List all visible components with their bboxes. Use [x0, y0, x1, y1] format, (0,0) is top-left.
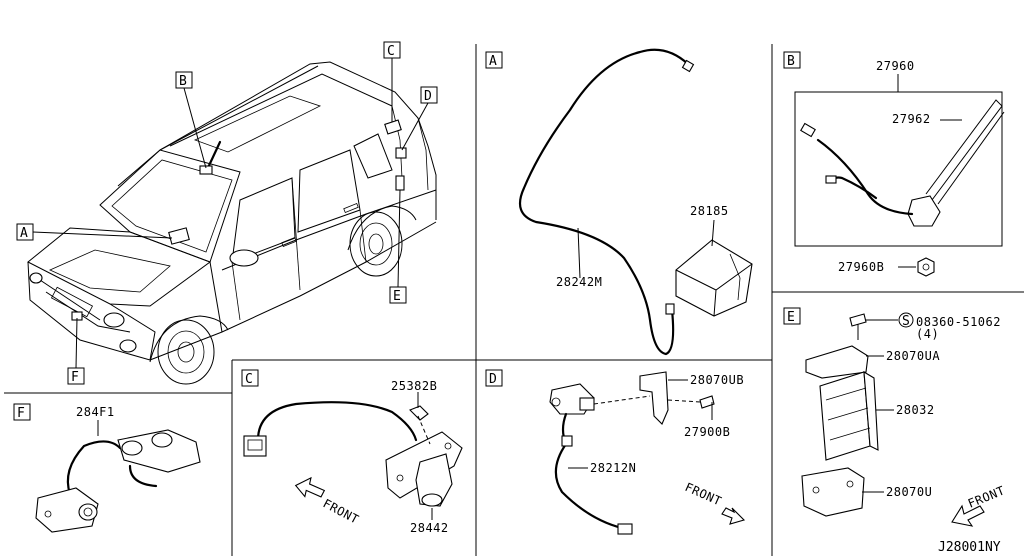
part-28442: 28442 — [410, 521, 449, 535]
part-28070ub: 28070UB — [690, 373, 744, 387]
section-a: A 28185 28242M — [485, 48, 753, 356]
diagram-code: J28001NY — [938, 540, 1001, 555]
front-label-e: FRONT — [966, 483, 1007, 510]
panel-dividers — [4, 44, 1024, 556]
screw-symbol: S — [902, 314, 910, 329]
front-label-c: FRONT — [321, 496, 362, 526]
section-a-letter: A — [489, 54, 497, 69]
callout-c-label: C — [387, 44, 395, 59]
amplifier-box — [675, 239, 753, 317]
antenna-feeder-cable — [518, 48, 690, 356]
part-28242m: 28242M — [556, 275, 602, 289]
part-28070u: 28070U — [886, 485, 932, 499]
camera-bracket — [385, 415, 463, 507]
marker-a-box — [168, 227, 190, 245]
part-27960: 27960 — [876, 59, 915, 73]
section-d-letter: D — [489, 372, 497, 387]
control-module — [819, 370, 879, 461]
part-28032: 28032 — [896, 403, 935, 417]
screw-part-number: 08360-51062 — [916, 315, 1001, 329]
section-e-letter: E — [787, 310, 795, 325]
section-b-letter: B — [787, 54, 795, 69]
front-arrow-e: FRONT — [951, 483, 1007, 527]
front-label-d: FRONT — [683, 480, 724, 508]
callout-e-label: E — [393, 289, 401, 304]
callout-d-label: D — [424, 89, 432, 104]
screw-quantity: (4) — [916, 327, 939, 341]
front-arrow-c: FRONT — [294, 476, 362, 527]
section-b: B 27960 27962 27960B — [783, 51, 1005, 277]
front-arrow-d: FRONT — [683, 480, 746, 525]
part-284f1: 284F1 — [76, 405, 115, 419]
section-e: E S 08360-51062 (4) 28070UA 28032 28070U — [783, 307, 1007, 527]
part-28212n: 28212N — [590, 461, 636, 475]
front-camera-assembly — [35, 429, 201, 533]
callout-f-label: F — [71, 370, 79, 385]
callout-b-label: B — [179, 74, 187, 89]
section-f-letter: F — [17, 406, 25, 421]
part-25382b: 25382B — [391, 379, 437, 393]
section-f: F 284F1 — [13, 403, 201, 533]
part-27962: 27962 — [892, 112, 931, 126]
section-c-letter: C — [245, 372, 253, 387]
rear-camera — [549, 383, 595, 415]
screw-symbol-circle — [898, 312, 914, 328]
part-28070ua: 28070UA — [886, 349, 940, 363]
part-27900b: 27900B — [684, 425, 730, 439]
callout-a-label: A — [20, 226, 28, 241]
vehicle-callouts: A B C D E F — [16, 41, 438, 385]
vehicle-illustration — [27, 61, 437, 385]
part-28185: 28185 — [690, 204, 729, 218]
part-27960b: 27960B — [838, 260, 884, 274]
section-c: C 25382B 28442 FRONT — [241, 369, 463, 535]
section-d: D 28070UB 27900B 28212N FRONT — [485, 369, 746, 535]
